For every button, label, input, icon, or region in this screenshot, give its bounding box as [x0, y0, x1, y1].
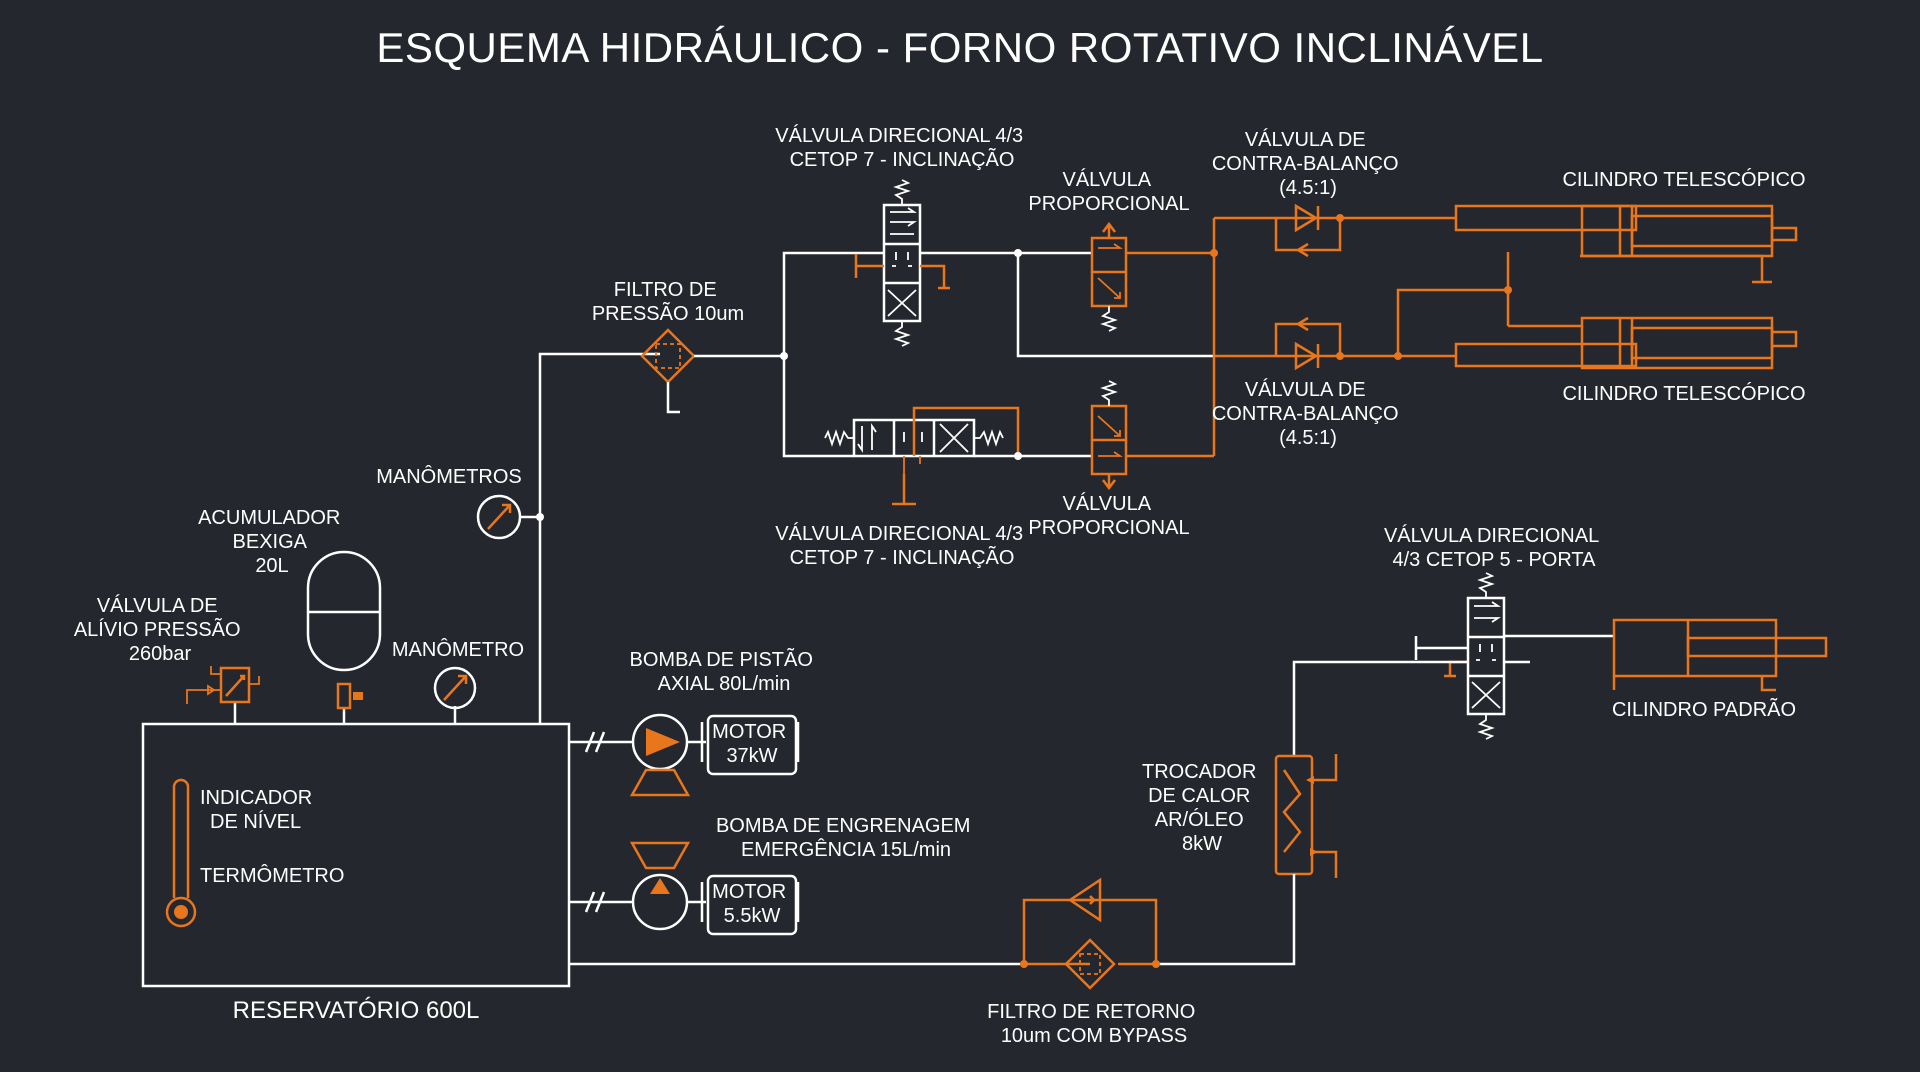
directional-valve-top — [854, 179, 950, 347]
telescopic-cylinder-top — [1454, 204, 1798, 284]
directional-valve-bottom — [824, 406, 1020, 506]
telescopic-cylinder-top-label: CILINDRO TELESCÓPICO — [1562, 168, 1805, 191]
proportional-valve-top-label: VÁLVULA PROPORCIONAL — [1028, 168, 1189, 215]
gear-pump-emergency — [569, 841, 800, 936]
gauge-label: MANÔMETRO — [392, 638, 524, 661]
gauges-label: MANÔMETROS — [376, 465, 522, 488]
motor-37kw-label: MOTOR 37kW — [712, 721, 792, 767]
pressure-gauges — [476, 494, 540, 540]
piston-pump-label: BOMBA DE PISTÃO AXIAL 80L/min — [630, 647, 819, 695]
proportional-valve-top — [1090, 221, 1128, 332]
heat-exchanger — [1274, 754, 1338, 878]
counterbalance-valve-bottom — [1274, 316, 1344, 371]
thermometer-label: TERMÔMETRO — [200, 864, 344, 887]
heat-exchanger-label: TROCADOR DE CALOR AR/ÓLEO 8kW — [1142, 761, 1262, 855]
counterbalance-valve-bottom-label: VÁLVULA DE CONTRA-BALANÇO (4.5:1) — [1212, 378, 1404, 449]
standard-cylinder — [1612, 618, 1828, 692]
directional-valve-door — [1414, 572, 1506, 740]
relief-valve-label: VÁLVULA DE ALÍVIO PRESSÃO 260bar — [74, 594, 246, 665]
relief-valve — [186, 666, 260, 724]
reservoir — [141, 722, 571, 988]
bladder-accumulator — [306, 550, 382, 724]
proportional-valve-bottom-label: VÁLVULA PROPORCIONAL — [1028, 492, 1189, 539]
accumulator-label: ACUMULADOR BEXIGA 20L — [198, 507, 346, 577]
standard-cylinder-label: CILINDRO PADRÃO — [1612, 697, 1796, 721]
motor-5-5kw-label: MOTOR 5.5kW — [712, 881, 792, 927]
proportional-valve-bottom — [1090, 380, 1128, 491]
directional-valve-bottom-label: VÁLVULA DIRECIONAL 4/3 CETOP 7 - INCLINA… — [775, 522, 1028, 569]
level-indicator-thermometer — [165, 778, 197, 928]
return-filter-label: FILTRO DE RETORNO 10um COM BYPASS — [987, 1001, 1201, 1047]
gear-pump-label: BOMBA DE ENGRENAGEM EMERGÊNCIA 15L/min — [716, 815, 976, 861]
level-indicator-label: INDICADOR DE NÍVEL — [200, 787, 318, 833]
return-filter-bypass — [1020, 877, 1160, 990]
pressure-filter-label: FILTRO DE PRESSÃO 10um — [592, 279, 744, 325]
axial-piston-pump — [569, 713, 800, 797]
pressure-gauge — [433, 666, 477, 724]
telescopic-cylinder-bottom — [1454, 316, 1798, 370]
pressure-filter — [640, 328, 696, 414]
directional-valve-door-label: VÁLVULA DIRECIONAL 4/3 CETOP 5 - PORTA — [1384, 524, 1604, 571]
pressure-line — [538, 352, 660, 724]
counterbalance-valve-top-label: VÁLVULA DE CONTRA-BALANÇO (4.5:1) — [1212, 128, 1404, 199]
diagram-title: ESQUEMA HIDRÁULICO - FORNO ROTATIVO INCL… — [376, 24, 1543, 71]
telescopic-cylinder-bottom-label: CILINDRO TELESCÓPICO — [1562, 382, 1805, 405]
directional-valve-top-label: VÁLVULA DIRECIONAL 4/3 CETOP 7 - INCLINA… — [775, 124, 1028, 171]
reservoir-label: RESERVATÓRIO 600L — [233, 997, 480, 1024]
counterbalance-valve-top — [1274, 203, 1344, 258]
